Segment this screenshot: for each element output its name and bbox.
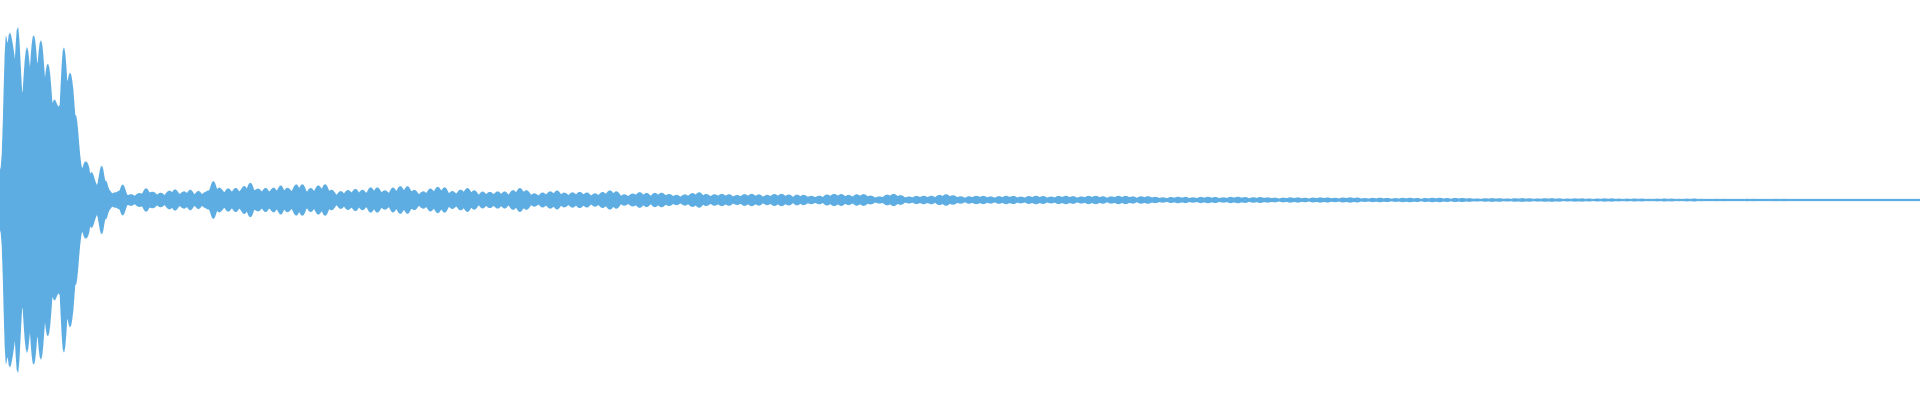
waveform [0,26,1920,374]
waveform-view [0,26,1920,374]
